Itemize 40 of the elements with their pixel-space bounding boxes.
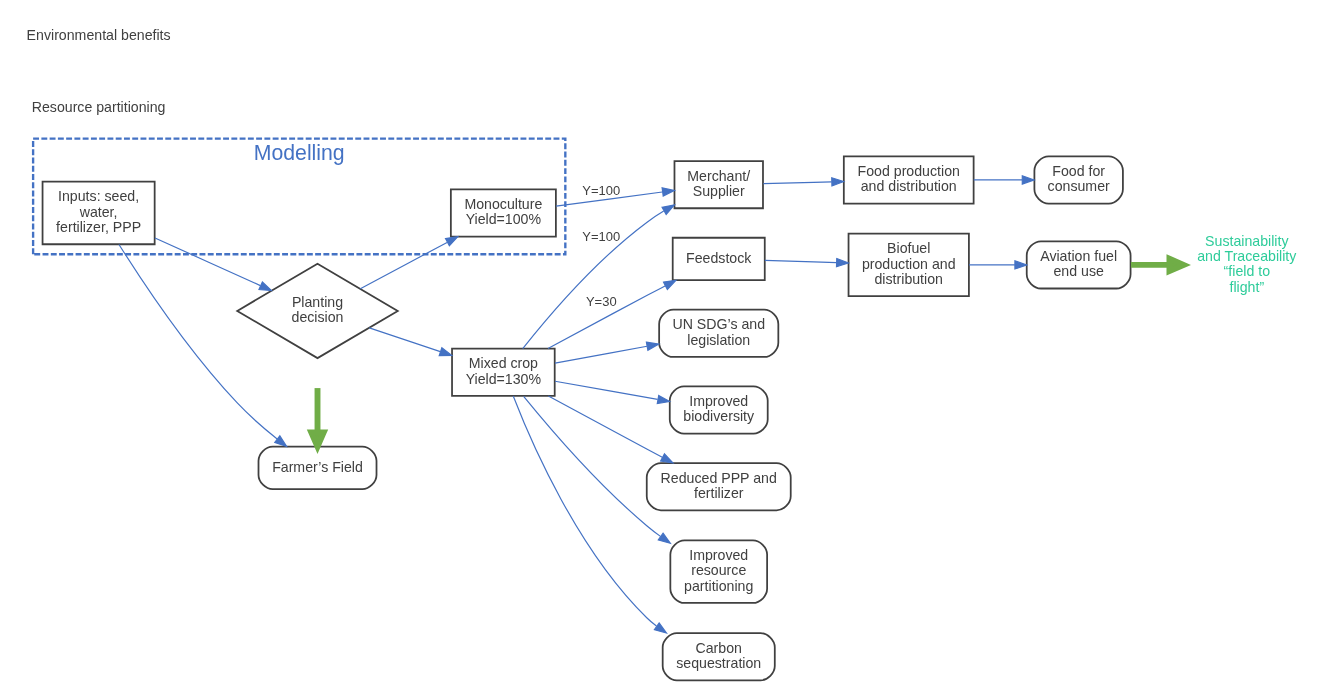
arrow [968,259,1029,270]
edge-label: Y=100 [582,182,621,198]
node-box: Farmer’s Field [257,445,378,490]
node-box: Feedstock [671,236,766,281]
arrow [762,176,846,187]
arrow [973,174,1036,185]
arrow [764,257,851,268]
arrow [154,236,274,291]
arrow [547,394,675,464]
node-box: Merchant/ Supplier [673,159,764,209]
arrow [547,279,678,349]
label: Resource partitioning [31,98,166,115]
arrow [554,340,661,364]
arrow [522,203,676,349]
node-box: Aviation fuel end use [1025,239,1132,289]
edge-label: Y=100 [582,228,621,244]
node-text: Sustainability and Traceability “field to flight” [1197,232,1297,295]
arrow [1130,253,1191,276]
node-box: Carbon sequestration [661,631,776,681]
arrow [118,243,288,447]
node-box: Food production and distribution [842,154,975,204]
arrow [555,186,677,207]
arrow [368,326,454,356]
arrow [306,387,329,454]
node-box: Reduced PPP and fertilizer [645,461,792,511]
label: Environmental benefits [26,26,171,43]
node-box: UN SDG’s and legislation [658,308,780,358]
arrow [523,395,672,544]
node-box: Food for consumer [1033,154,1124,204]
arrow [359,235,460,289]
node-box: Monoculture Yield=100% [449,188,557,237]
node-box: Mixed crop Yield=130% [451,347,556,397]
node-box: Inputs: seed, water, fertilizer, PPP [41,180,156,245]
edge-label: Y=30 [585,293,617,309]
node-box: Improved biodiversity [668,385,769,435]
node-box: Improved resource partitioning [669,539,768,604]
node-box: Biofuel production and distribution [847,232,970,297]
arrow [512,394,668,634]
arrow [554,380,672,404]
node-diamond: Planting decision [235,262,400,359]
